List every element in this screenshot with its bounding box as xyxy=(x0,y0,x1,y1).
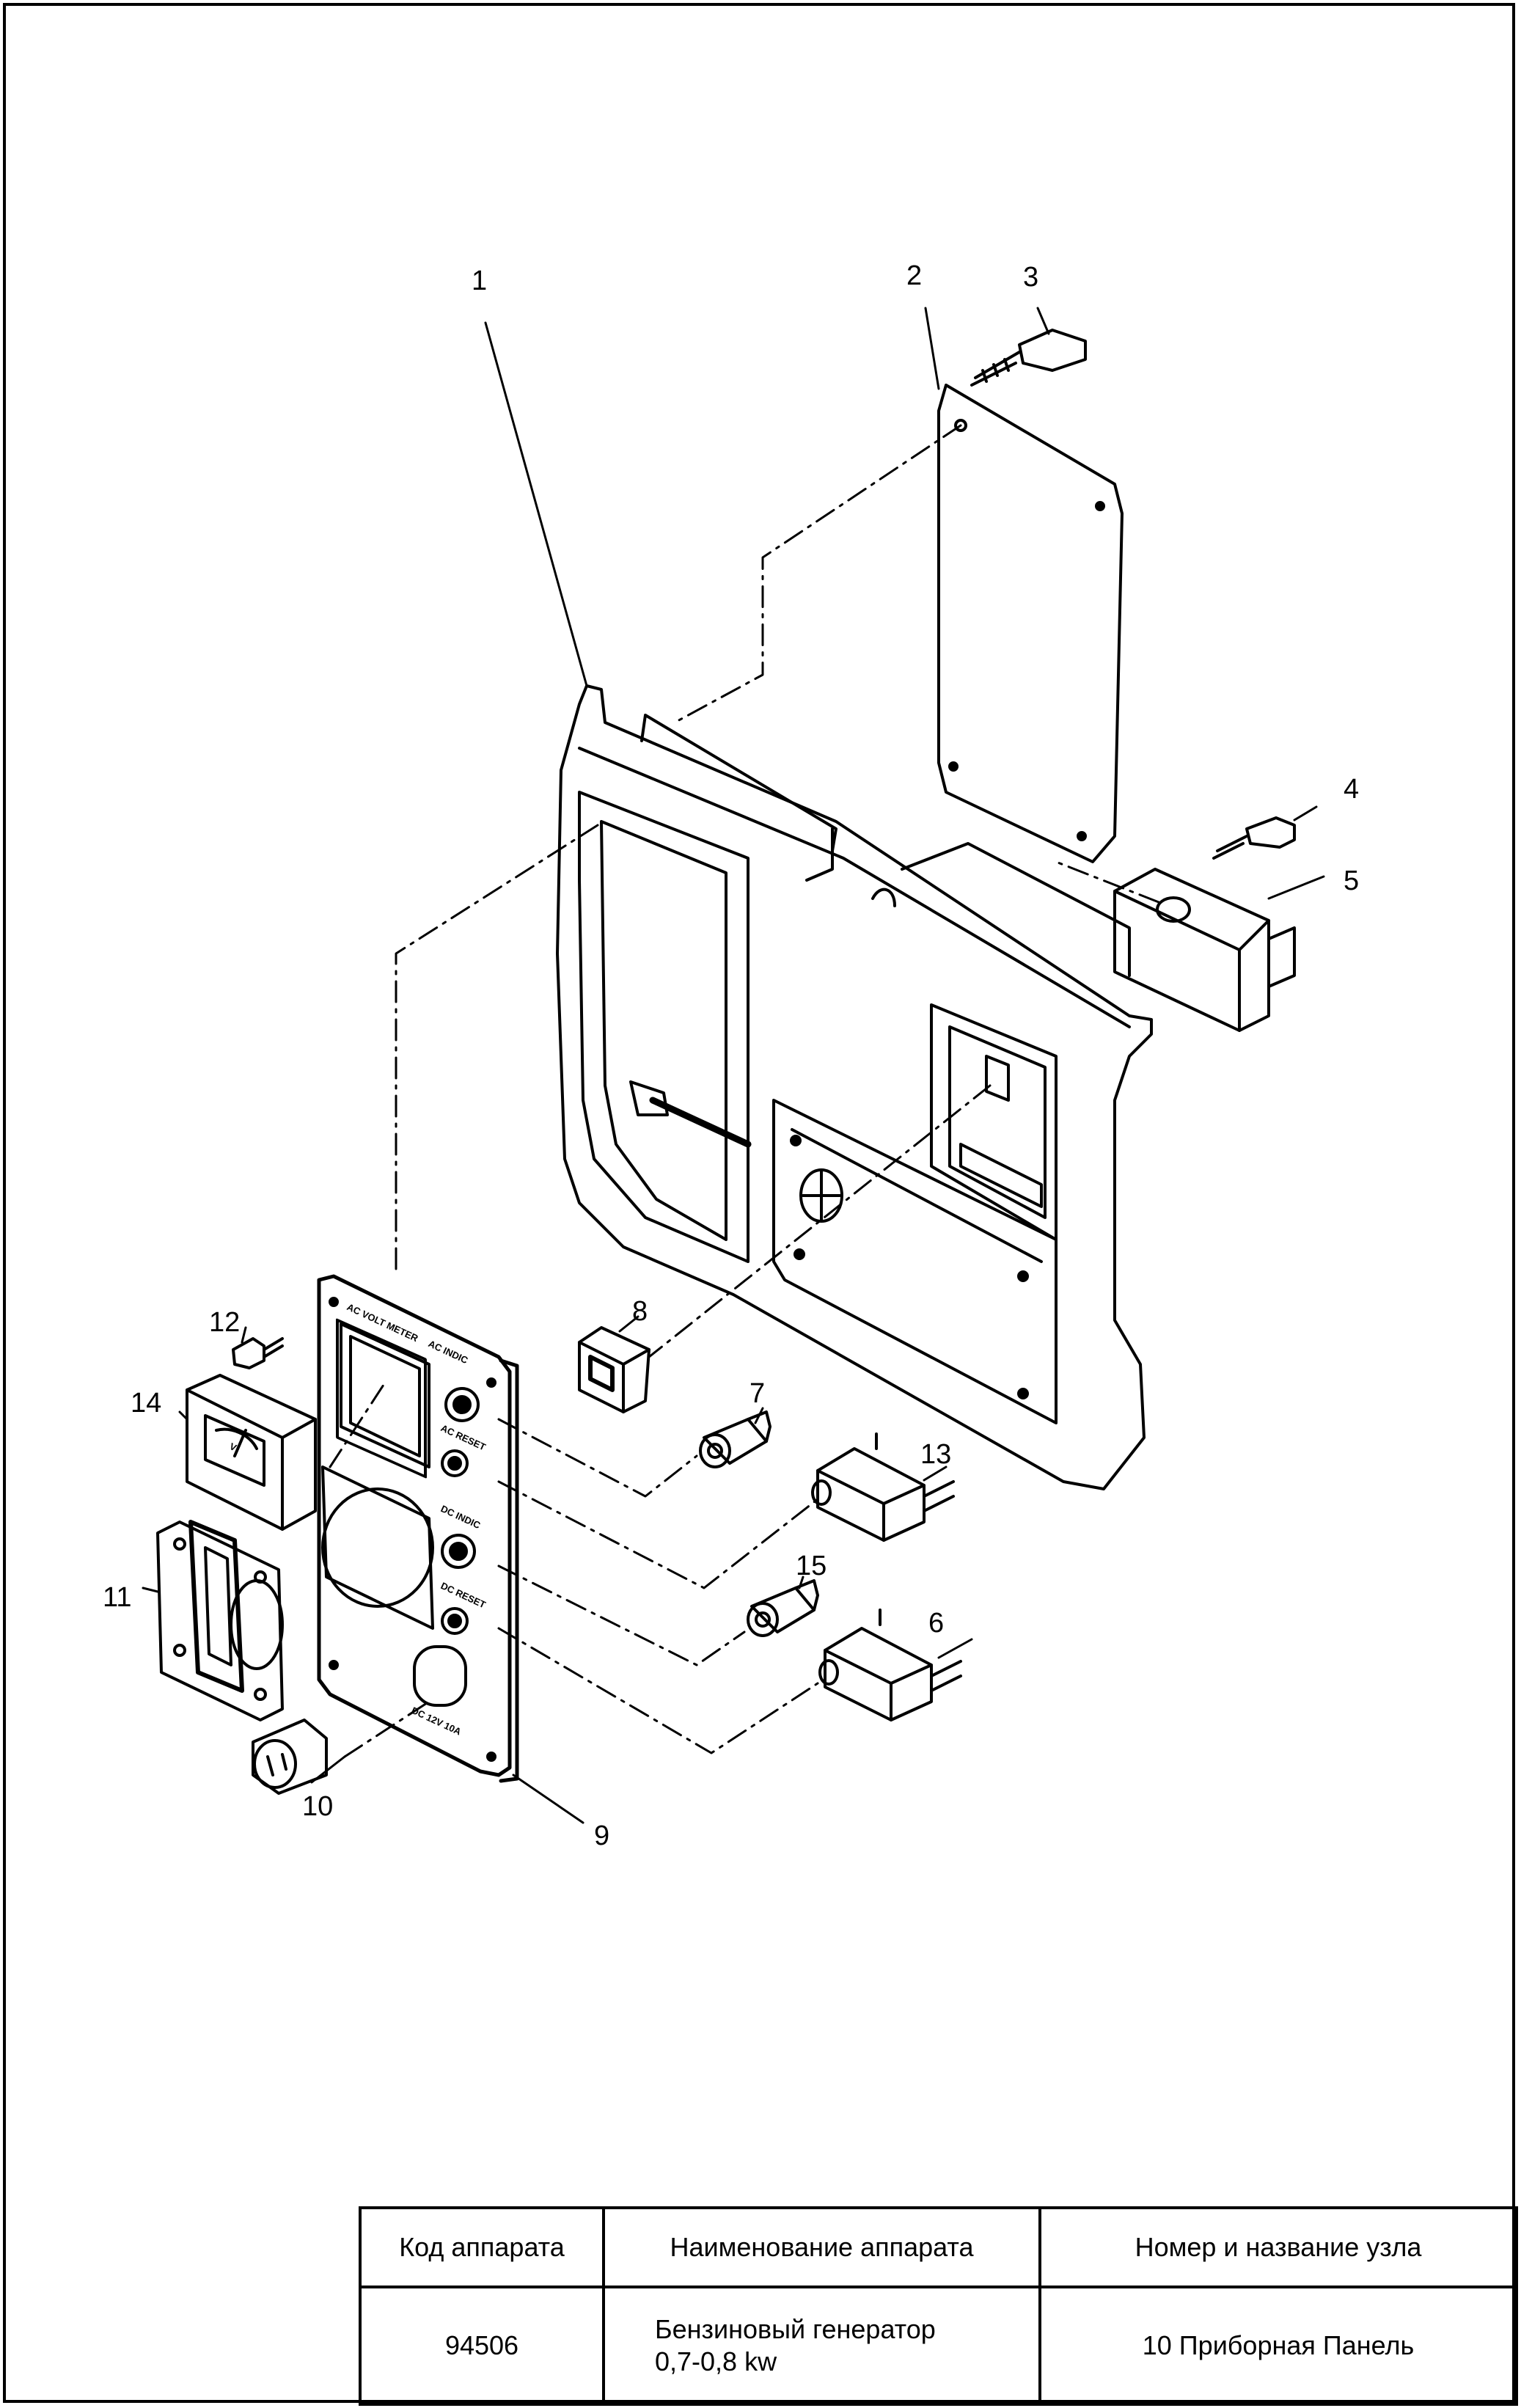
callout-3: 3 xyxy=(1023,262,1038,293)
callout-4: 4 xyxy=(1344,774,1359,805)
label-dc-socket: DC 12V 10A xyxy=(410,1705,463,1738)
callout-1: 1 xyxy=(472,266,487,296)
callout-6: 6 xyxy=(928,1608,944,1639)
unit-name-value: 10 Приборная Панель xyxy=(1038,2286,1518,2406)
header-device-name: Наименование аппарата xyxy=(602,2206,1041,2288)
device-name-value: Бензиновый генератор 0,7-0,8 kw xyxy=(602,2286,1041,2406)
panel-labels: AC VOLT METER AC INDIC AC RESET DC INDIC… xyxy=(228,1301,488,1738)
callout-5: 5 xyxy=(1344,866,1359,896)
part-7-indicator xyxy=(699,1410,772,1468)
part-2-cover-plate xyxy=(937,384,1124,863)
leader-lines xyxy=(142,307,1325,1824)
callout-13: 13 xyxy=(920,1439,951,1470)
device-code-value: 94506 xyxy=(359,2286,605,2406)
callout-10: 10 xyxy=(302,1791,333,1822)
header-unit-name: Номер и название узла xyxy=(1038,2206,1518,2288)
device-name-line-2: 0,7-0,8 kw xyxy=(655,2346,777,2376)
callout-numbers: 1 2 3 4 5 6 7 8 9 10 11 12 13 14 15 xyxy=(103,260,1359,1851)
part-13-breaker xyxy=(811,1432,955,1542)
callout-2: 2 xyxy=(906,260,922,291)
part-11-ac-socket xyxy=(156,1520,284,1721)
part-10-dc-plug xyxy=(252,1719,328,1795)
callout-7: 7 xyxy=(749,1378,765,1409)
part-3-screw xyxy=(970,329,1087,387)
part-14-volt-meter xyxy=(186,1374,317,1531)
part-8-rocker-switch xyxy=(578,1326,650,1413)
part-6-breaker xyxy=(818,1609,962,1721)
part-1-housing-frame xyxy=(556,684,1153,1490)
device-name-line-1: Бензиновый генератор xyxy=(655,2314,936,2344)
label-dc-indic: DC INDIC xyxy=(439,1503,483,1531)
callout-14: 14 xyxy=(131,1388,161,1419)
label-dc-reset: DC RESET xyxy=(439,1580,488,1610)
title-block-header-row: Код аппарата Наименование аппарата Номер… xyxy=(359,2206,1518,2288)
part-5-bracket xyxy=(1113,868,1296,1032)
callout-15: 15 xyxy=(796,1551,827,1581)
exploded-parts-diagram: AC VOLT METER AC INDIC AC RESET DC INDIC… xyxy=(103,260,1359,1851)
title-block-data-row: 94506 Бензиновый генератор 0,7-0,8 kw 10… xyxy=(359,2286,1518,2406)
part-4-screw xyxy=(1212,816,1296,860)
header-device-code: Код аппарата xyxy=(359,2206,605,2288)
label-ac-reset: AC RESET xyxy=(439,1422,488,1452)
callout-12: 12 xyxy=(209,1307,240,1338)
part-9-control-panel xyxy=(317,1274,519,1783)
part-12-screw xyxy=(232,1337,284,1369)
assembly-lines xyxy=(329,424,1160,1758)
title-block-table: Код аппарата Наименование аппарата Номер… xyxy=(359,2206,1518,2406)
label-ac-indic: AC INDIC xyxy=(427,1338,470,1366)
part-15-indicator xyxy=(747,1579,819,1637)
callout-11: 11 xyxy=(103,1582,131,1613)
callout-8: 8 xyxy=(632,1296,648,1327)
callout-9: 9 xyxy=(594,1820,609,1851)
